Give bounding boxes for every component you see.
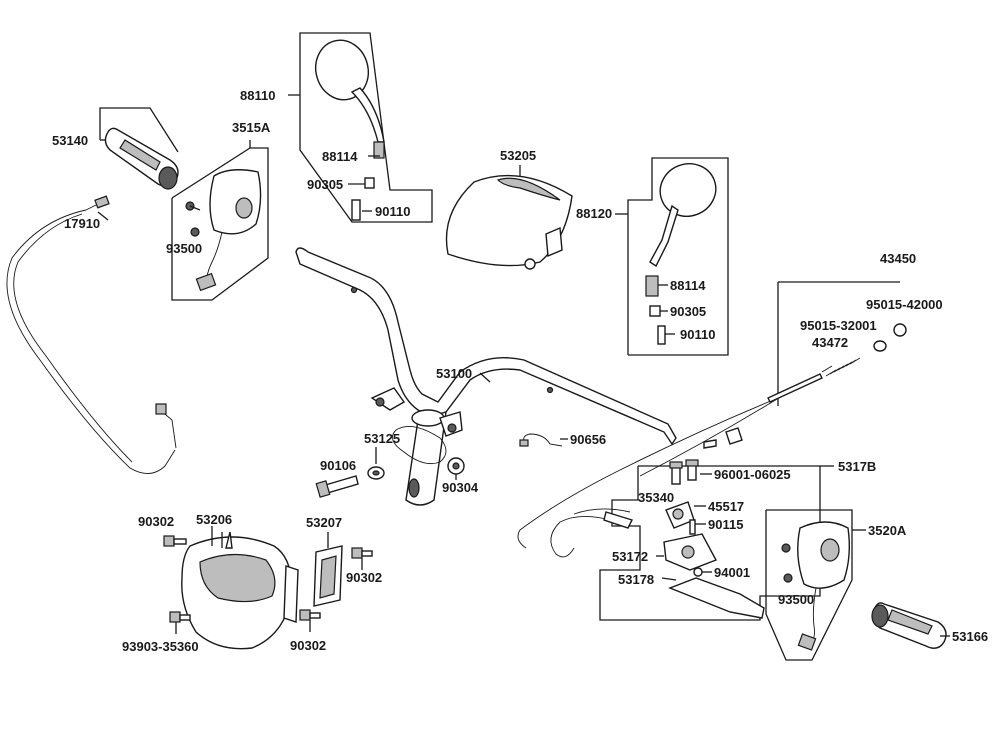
left-mirror-stem [350, 87, 385, 143]
cable-nut-42000 [893, 323, 907, 337]
handlebar-bracket [370, 387, 406, 411]
left-mirror-head [315, 39, 369, 101]
label-53100: 53100 [436, 366, 472, 381]
label-88114-a: 88114 [322, 149, 358, 164]
brake-cable-end [767, 373, 823, 403]
label-88120: 88120 [576, 206, 612, 221]
screw-90302-c [299, 609, 311, 621]
left-grip-group [99, 107, 179, 190]
label-93500-a: 93500 [166, 241, 202, 256]
right-mirror-head [659, 163, 717, 217]
label-43472: 43472 [812, 335, 848, 350]
left-switch-group [171, 140, 269, 301]
label-35340: 35340 [638, 490, 674, 505]
right-mirror-group [615, 157, 729, 356]
throttle-cable-group [6, 195, 177, 474]
label-88114-b: 88114 [670, 278, 706, 293]
label-90110-a: 90110 [375, 204, 410, 219]
label-90656: 90656 [570, 432, 606, 447]
label-90302-c: 90302 [290, 638, 326, 653]
label-53206: 53206 [196, 512, 232, 527]
left-mirror-nut [364, 177, 375, 189]
label-94001: 94001 [714, 565, 750, 580]
label-43450: 43450 [880, 251, 916, 266]
label-53205: 53205 [500, 148, 536, 163]
right-mirror-bolt [657, 325, 666, 345]
left-mirror-bolt [351, 199, 361, 221]
label-5317B: 5317B [838, 459, 876, 474]
brake-spring [821, 357, 861, 377]
label-90115: 90115 [708, 517, 743, 532]
label-53207: 53207 [306, 515, 342, 530]
part-labels: 88110 88114 90305 90110 53140 3515A 1791… [52, 88, 988, 654]
screw-90302-a [163, 535, 175, 547]
label-45517: 45517 [708, 499, 744, 514]
brake-cable-group [517, 281, 907, 549]
wire-clip-group [519, 433, 568, 447]
label-90106: 90106 [320, 458, 356, 473]
label-53125: 53125 [364, 431, 400, 446]
label-95015-42000: 95015-42000 [866, 297, 943, 312]
right-mirror-adapter [645, 275, 659, 297]
label-93500-b: 93500 [778, 592, 814, 607]
label-95015-32001: 95015-32001 [800, 318, 877, 333]
label-90305-a: 90305 [307, 177, 343, 192]
right-mirror-stem [649, 204, 679, 268]
label-90302-a: 90302 [138, 514, 174, 529]
label-93903-35360: 93903-35360 [122, 639, 199, 654]
headlight-cover [445, 174, 573, 267]
stem-clamp-ring [391, 425, 447, 465]
brake-lever-group [550, 459, 834, 621]
headlight-cover-group [445, 165, 573, 270]
label-53172: 53172 [612, 549, 648, 564]
label-3520A: 3520A [868, 523, 907, 538]
right-mirror-nut [649, 305, 661, 317]
label-17910: 17910 [64, 216, 100, 231]
screw-90302-b [351, 547, 363, 559]
stem-fasteners [315, 447, 465, 498]
label-90304: 90304 [442, 480, 479, 495]
right-grip-group [871, 602, 950, 649]
left-mirror-adapter [373, 141, 385, 159]
right-switch-connector [797, 633, 817, 651]
handlebar-group [295, 247, 677, 506]
left-switch-housing [209, 169, 262, 235]
label-96001-06025: 96001-06025 [714, 467, 791, 482]
lower-covers-group [163, 526, 373, 650]
label-88110: 88110 [240, 88, 275, 103]
label-90110-b: 90110 [680, 327, 715, 342]
right-switch-group [765, 509, 866, 661]
label-53166: 53166 [952, 629, 988, 644]
label-3515A: 3515A [232, 120, 271, 135]
label-90305-b: 90305 [670, 304, 706, 319]
label-53140: 53140 [52, 133, 88, 148]
handlebar [295, 247, 677, 446]
left-switch-connector [195, 272, 217, 292]
cable-adjuster-32001 [873, 340, 887, 352]
screw-93903 [169, 611, 181, 623]
label-90302-b: 90302 [346, 570, 382, 585]
brake-lever [668, 577, 765, 619]
label-53178: 53178 [618, 572, 654, 587]
left-mirror-group [288, 32, 433, 223]
